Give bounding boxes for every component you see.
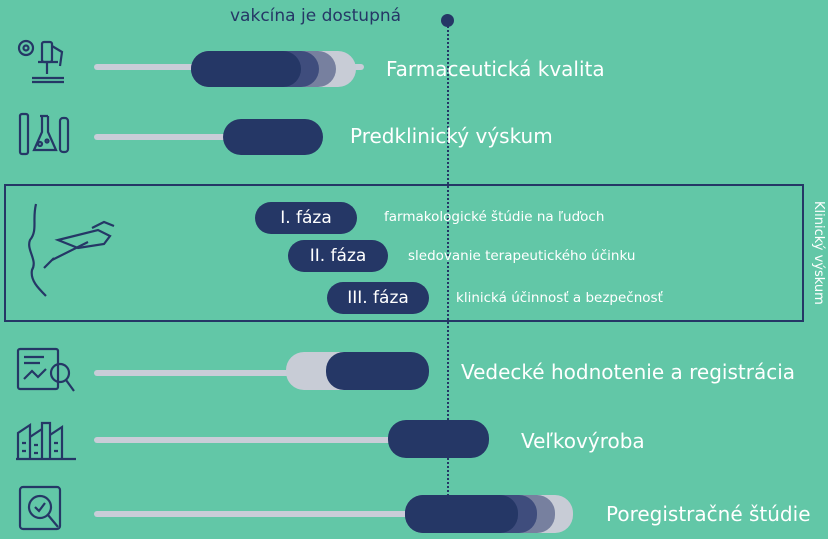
rail-post: [94, 511, 514, 517]
monitoring-icon: [18, 485, 62, 531]
row-label-registration: Vedecké hodnotenie a registrácia: [461, 360, 796, 384]
rail-registration: [94, 370, 384, 376]
vaccination-icon: [28, 203, 115, 297]
milestone-dot: [441, 14, 454, 27]
bar-post: [405, 495, 518, 533]
row-label-post: Poregistračné štúdie: [606, 502, 811, 526]
document-magnifier-icon: [16, 347, 75, 392]
milestone-line: [447, 22, 449, 500]
microscope-icon: [17, 39, 64, 84]
phase-3-desc: klinická účinnosť a bezpečnosť: [456, 290, 663, 306]
bar-farm: [191, 51, 301, 87]
milestone-label: vakcína je dostupná: [230, 6, 402, 26]
bar-production: [388, 420, 489, 458]
clinical-research-box: [4, 184, 804, 322]
phase-1-pill: I. fáza: [255, 202, 357, 234]
lab-flasks-icon: [18, 112, 70, 156]
phase-2-pill: II. fáza: [288, 240, 388, 272]
phase-2-desc: sledovanie terapeutického účinku: [408, 248, 636, 264]
rail-preclinical: [94, 134, 319, 140]
phase-3-pill: III. fáza: [327, 282, 429, 314]
bar-registration: [326, 352, 429, 390]
phase-1-desc: farmakologické štúdie na ľuďoch: [384, 209, 605, 225]
bar-preclinical: [223, 119, 323, 155]
row-label-preclinical: Predklinický výskum: [350, 124, 553, 148]
row-label-farm: Farmaceutická kvalita: [386, 57, 605, 81]
clinical-side-label: Klinický výskum: [811, 201, 826, 305]
row-label-production: Veľkovýroba: [521, 429, 645, 453]
rail-production: [94, 437, 404, 443]
factory-icon: [16, 421, 76, 461]
